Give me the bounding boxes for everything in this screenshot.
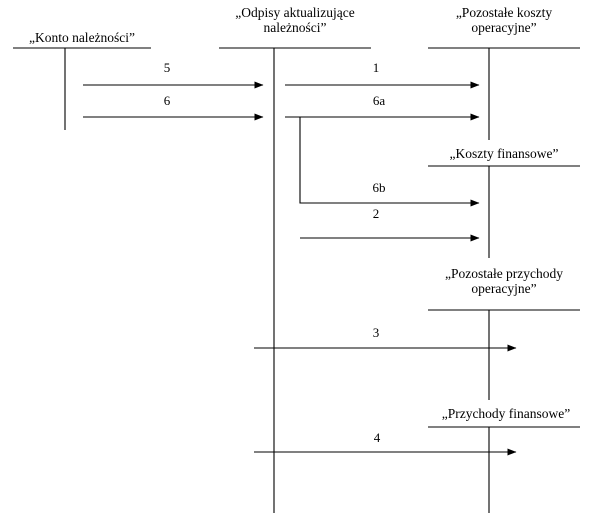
arrow-label-6a: 6a <box>372 93 386 108</box>
arrow-label-2: 2 <box>372 206 380 221</box>
account-title-odpisy-aktualizujace: „Odpisy aktualizujące należności” <box>235 5 355 35</box>
arrow-label-1: 1 <box>372 60 380 75</box>
arrow-label-6: 6 <box>163 93 171 108</box>
arrow-label-6b: 6b <box>372 180 386 195</box>
arrow-label-3: 3 <box>372 325 380 340</box>
account-title-pozostale-przychody-operacyjne: „Pozostałe przychody operacyjne” <box>444 266 564 296</box>
account-title-koszty-finansowe: „Koszty finansowe” <box>449 146 559 161</box>
arrow-6b <box>299 117 480 207</box>
arrow-label-4: 4 <box>373 430 381 445</box>
arrow-label-5: 5 <box>163 60 171 75</box>
account-title-konto-naleznosci: „Konto należności” <box>28 30 136 45</box>
account-title-pozostale-koszty-operacyjne: „Pozostałe koszty operacyjne” <box>455 5 553 35</box>
account-title-przychody-finansowe: „Przychody finansowe” <box>441 406 571 421</box>
